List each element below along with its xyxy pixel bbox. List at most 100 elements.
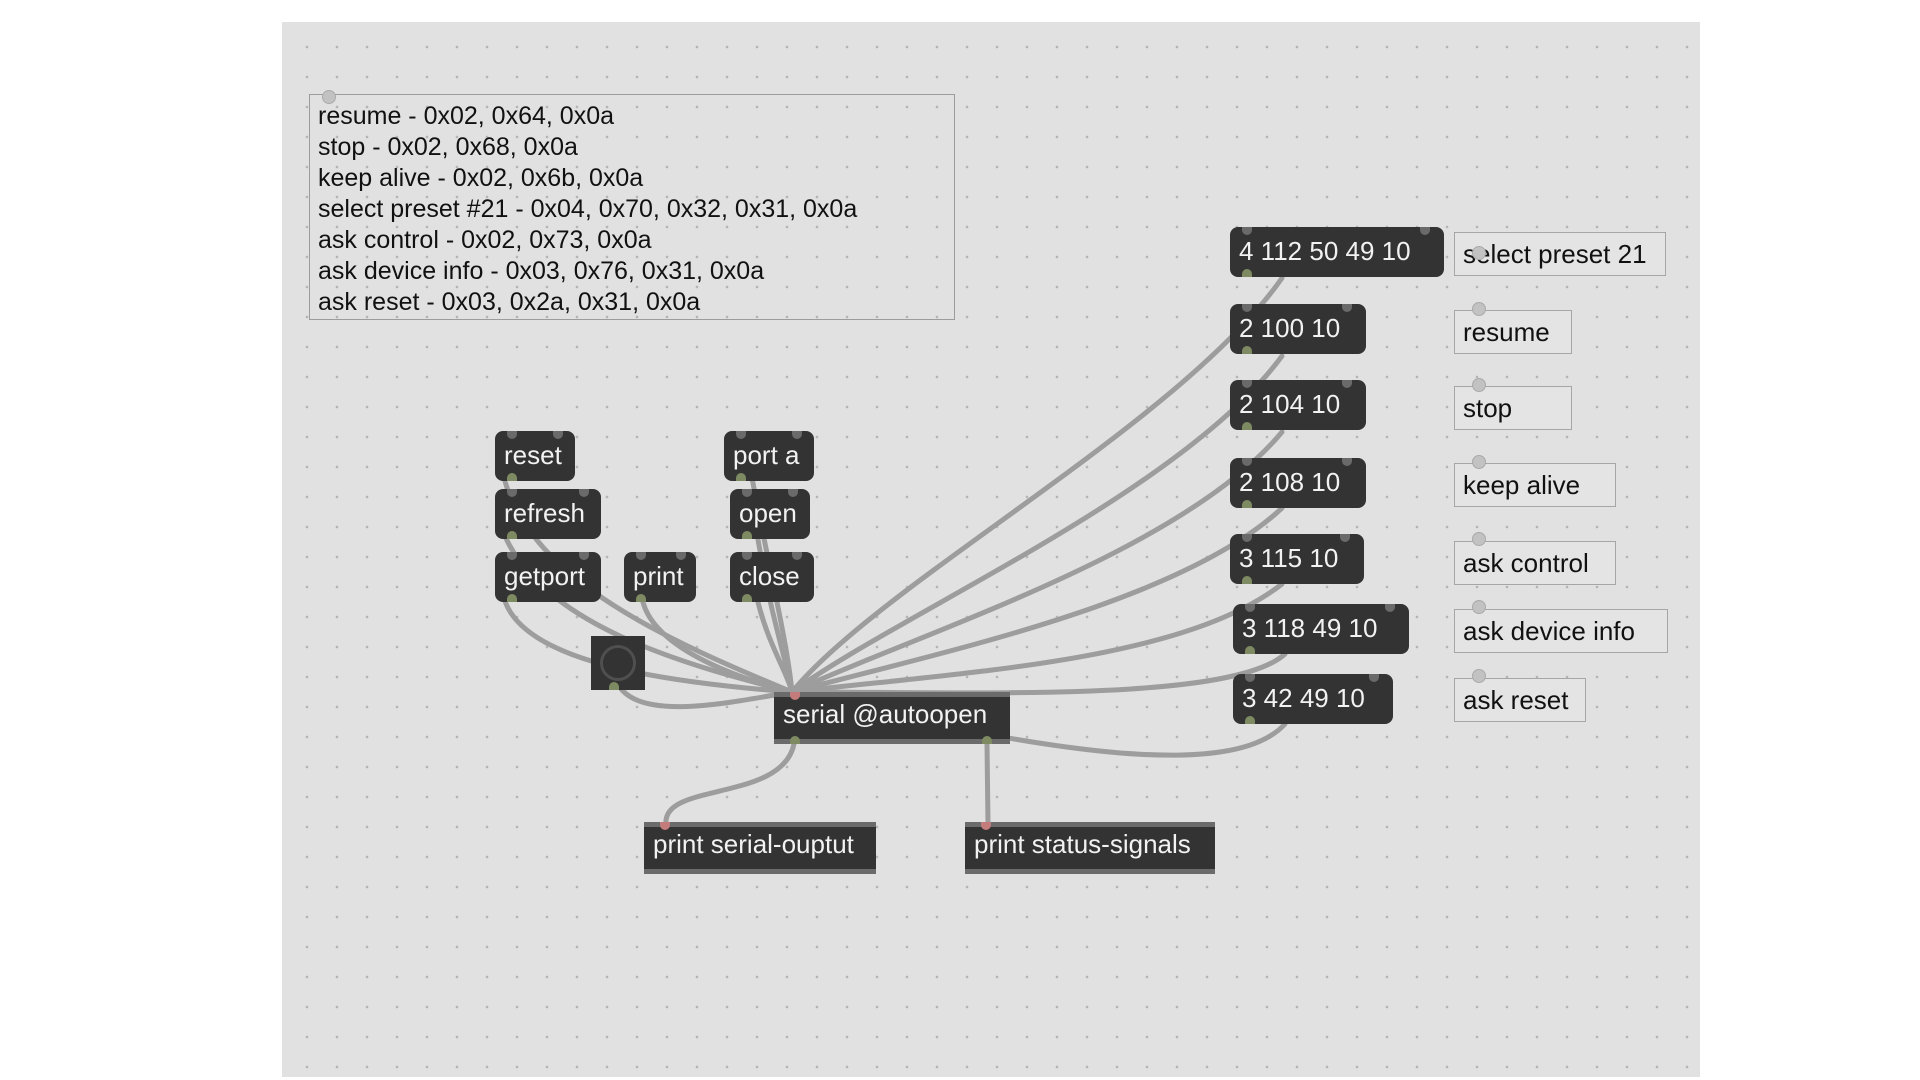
inlet-icon[interactable] [1342, 380, 1352, 388]
inlet-icon[interactable] [579, 552, 589, 560]
byte-message-stop[interactable]: 2 104 10 [1230, 380, 1366, 430]
comment-line: ask device info - 0x03, 0x76, 0x31, 0x0a [318, 257, 765, 285]
label-keep-alive[interactable]: keep alive [1454, 463, 1616, 507]
comment-handle-icon[interactable] [1472, 669, 1486, 683]
byte-message-select-preset[interactable]: 4 112 50 49 10 [1230, 227, 1444, 277]
outlet-icon[interactable] [742, 594, 752, 602]
toggle-button[interactable] [591, 636, 645, 690]
outlet-icon[interactable] [1245, 646, 1255, 654]
inlet-icon[interactable] [553, 431, 563, 439]
inlet-icon[interactable] [1420, 227, 1430, 235]
comment-handle-icon[interactable] [1472, 246, 1486, 260]
open-message[interactable]: open [730, 489, 810, 539]
byte-message-ask-control[interactable]: 3 115 10 [1230, 534, 1364, 584]
comment-handle-icon[interactable] [1472, 455, 1486, 469]
patch-cord [616, 683, 795, 710]
byte-message-label: 2 100 10 [1239, 313, 1341, 343]
inlet-icon[interactable] [792, 552, 802, 560]
outlet-icon[interactable] [609, 682, 619, 690]
patch-cord [663, 741, 797, 827]
label-ask-control[interactable]: ask control [1454, 541, 1616, 585]
inlet-icon[interactable] [742, 552, 752, 560]
inlet-icon[interactable] [1242, 227, 1252, 235]
label-stop[interactable]: stop [1454, 386, 1572, 430]
comment-handle-icon[interactable] [1472, 532, 1486, 546]
outlet-icon[interactable] [507, 473, 517, 481]
label-select-preset-21[interactable]: select preset 21 [1454, 232, 1666, 276]
inlet-icon[interactable] [507, 431, 517, 439]
inlet-icon[interactable] [507, 552, 517, 560]
outlet-icon[interactable] [1245, 716, 1255, 724]
inlet-icon[interactable] [790, 692, 800, 700]
outlet-icon[interactable] [790, 736, 800, 744]
label-resume[interactable]: resume [1454, 310, 1572, 354]
inlet-icon[interactable] [1245, 604, 1255, 612]
inlet-icon[interactable] [507, 489, 517, 497]
refresh-message[interactable]: refresh [495, 489, 601, 539]
byte-message-ask-reset[interactable]: 3 42 49 10 [1233, 674, 1393, 724]
toggle-ring-icon [600, 645, 636, 681]
inlet-icon[interactable] [981, 822, 991, 830]
inlet-icon[interactable] [1340, 534, 1350, 542]
inlet-icon[interactable] [636, 552, 646, 560]
inlet-icon[interactable] [1242, 534, 1252, 542]
print-status-signals-object[interactable]: print status-signals [965, 822, 1215, 874]
print-serial-output-label: print serial-ouptut [653, 829, 854, 859]
inlet-icon[interactable] [742, 489, 752, 497]
inlet-icon[interactable] [660, 822, 670, 830]
inlet-icon[interactable] [788, 489, 798, 497]
byte-message-keep-alive[interactable]: 2 108 10 [1230, 458, 1366, 508]
outlet-icon[interactable] [742, 531, 752, 539]
inlet-icon[interactable] [1369, 674, 1379, 682]
print-serial-output-object[interactable]: print serial-ouptut [644, 822, 876, 874]
outlet-icon[interactable] [1242, 269, 1252, 277]
reset-message[interactable]: reset [495, 431, 575, 481]
outlet-icon[interactable] [1242, 422, 1252, 430]
label-ask-device-info[interactable]: ask device info [1454, 609, 1668, 653]
comment-line: stop - 0x02, 0x68, 0x0a [318, 133, 578, 161]
outlet-icon[interactable] [507, 594, 517, 602]
outlet-icon[interactable] [636, 594, 646, 602]
outlet-icon[interactable] [507, 531, 517, 539]
inlet-icon[interactable] [579, 489, 589, 497]
serial-object-label: serial @autoopen [783, 699, 988, 729]
patcher-canvas[interactable]: resume - 0x02, 0x64, 0x0a stop - 0x02, 0… [282, 22, 1700, 1077]
inlet-icon[interactable] [1242, 458, 1252, 466]
comment-handle-icon[interactable] [322, 90, 336, 104]
protocol-comment[interactable]: resume - 0x02, 0x64, 0x0a stop - 0x02, 0… [309, 94, 955, 320]
comment-line: resume - 0x02, 0x64, 0x0a [318, 102, 614, 130]
label-ask-reset[interactable]: ask reset [1454, 678, 1586, 722]
close-message-label: close [739, 561, 800, 591]
inlet-icon[interactable] [1242, 304, 1252, 312]
inlet-icon[interactable] [792, 431, 802, 439]
comment-handle-icon[interactable] [1472, 600, 1486, 614]
outlet-icon[interactable] [1242, 576, 1252, 584]
refresh-message-label: refresh [504, 498, 585, 528]
byte-message-ask-device-info[interactable]: 3 118 49 10 [1233, 604, 1409, 654]
outlet-icon[interactable] [1242, 346, 1252, 354]
print-message[interactable]: print [624, 552, 696, 602]
byte-message-label: 3 42 49 10 [1242, 683, 1365, 713]
patch-cord [789, 581, 1285, 695]
port-a-message[interactable]: port a [724, 431, 814, 481]
inlet-icon[interactable] [1342, 458, 1352, 466]
getport-message[interactable]: getport [495, 552, 601, 602]
close-message[interactable]: close [730, 552, 814, 602]
comment-line: ask reset - 0x03, 0x2a, 0x31, 0x0a [318, 288, 701, 316]
comment-handle-icon[interactable] [1472, 302, 1486, 316]
outlet-icon[interactable] [982, 736, 992, 744]
patch-cord [639, 595, 795, 695]
serial-object[interactable]: serial @autoopen [774, 692, 1010, 744]
inlet-icon[interactable] [1342, 304, 1352, 312]
byte-message-resume[interactable]: 2 100 10 [1230, 304, 1366, 354]
comment-handle-icon[interactable] [1472, 378, 1486, 392]
inlet-icon[interactable] [676, 552, 686, 560]
outlet-icon[interactable] [1242, 500, 1252, 508]
outlet-icon[interactable] [736, 473, 746, 481]
patch-cord [789, 429, 1285, 695]
inlet-icon[interactable] [1245, 674, 1255, 682]
patch-cord [984, 741, 991, 827]
inlet-icon[interactable] [1385, 604, 1395, 612]
inlet-icon[interactable] [736, 431, 746, 439]
inlet-icon[interactable] [1242, 380, 1252, 388]
